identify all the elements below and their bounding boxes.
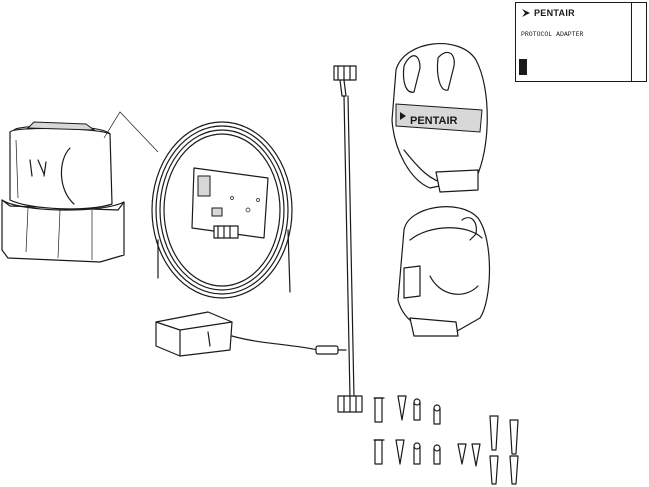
enclosure-cover: PENTAIR [392, 44, 487, 192]
product-label-card: PENTAIR PROTOCOL ADAPTER [515, 2, 647, 82]
product-name-label: PROTOCOL ADAPTER [521, 31, 583, 38]
screw [434, 405, 440, 424]
adapter-housing [2, 122, 124, 262]
pentair-logo-icon [521, 8, 531, 18]
screw [434, 445, 440, 464]
connector-cable [334, 66, 362, 412]
enclosure-base [398, 207, 490, 336]
circuit-board-assembly [152, 122, 292, 298]
cover-logo-text: PENTAIR [410, 115, 458, 127]
screw [396, 440, 404, 464]
screw [374, 440, 384, 464]
label-side-strip [631, 3, 646, 81]
anchor [510, 420, 518, 454]
screw [414, 399, 420, 420]
screw [374, 398, 384, 422]
anchor [510, 456, 518, 484]
anchor [490, 456, 498, 484]
hardware-kit [374, 396, 518, 484]
screw [458, 444, 466, 464]
screw [472, 444, 480, 466]
brand-logo-text: PENTAIR [534, 8, 575, 18]
leader-line [104, 112, 158, 152]
screw [414, 443, 420, 464]
label-tag [519, 59, 527, 75]
power-supply [156, 312, 346, 356]
screw [398, 396, 406, 420]
anchor [490, 416, 498, 450]
